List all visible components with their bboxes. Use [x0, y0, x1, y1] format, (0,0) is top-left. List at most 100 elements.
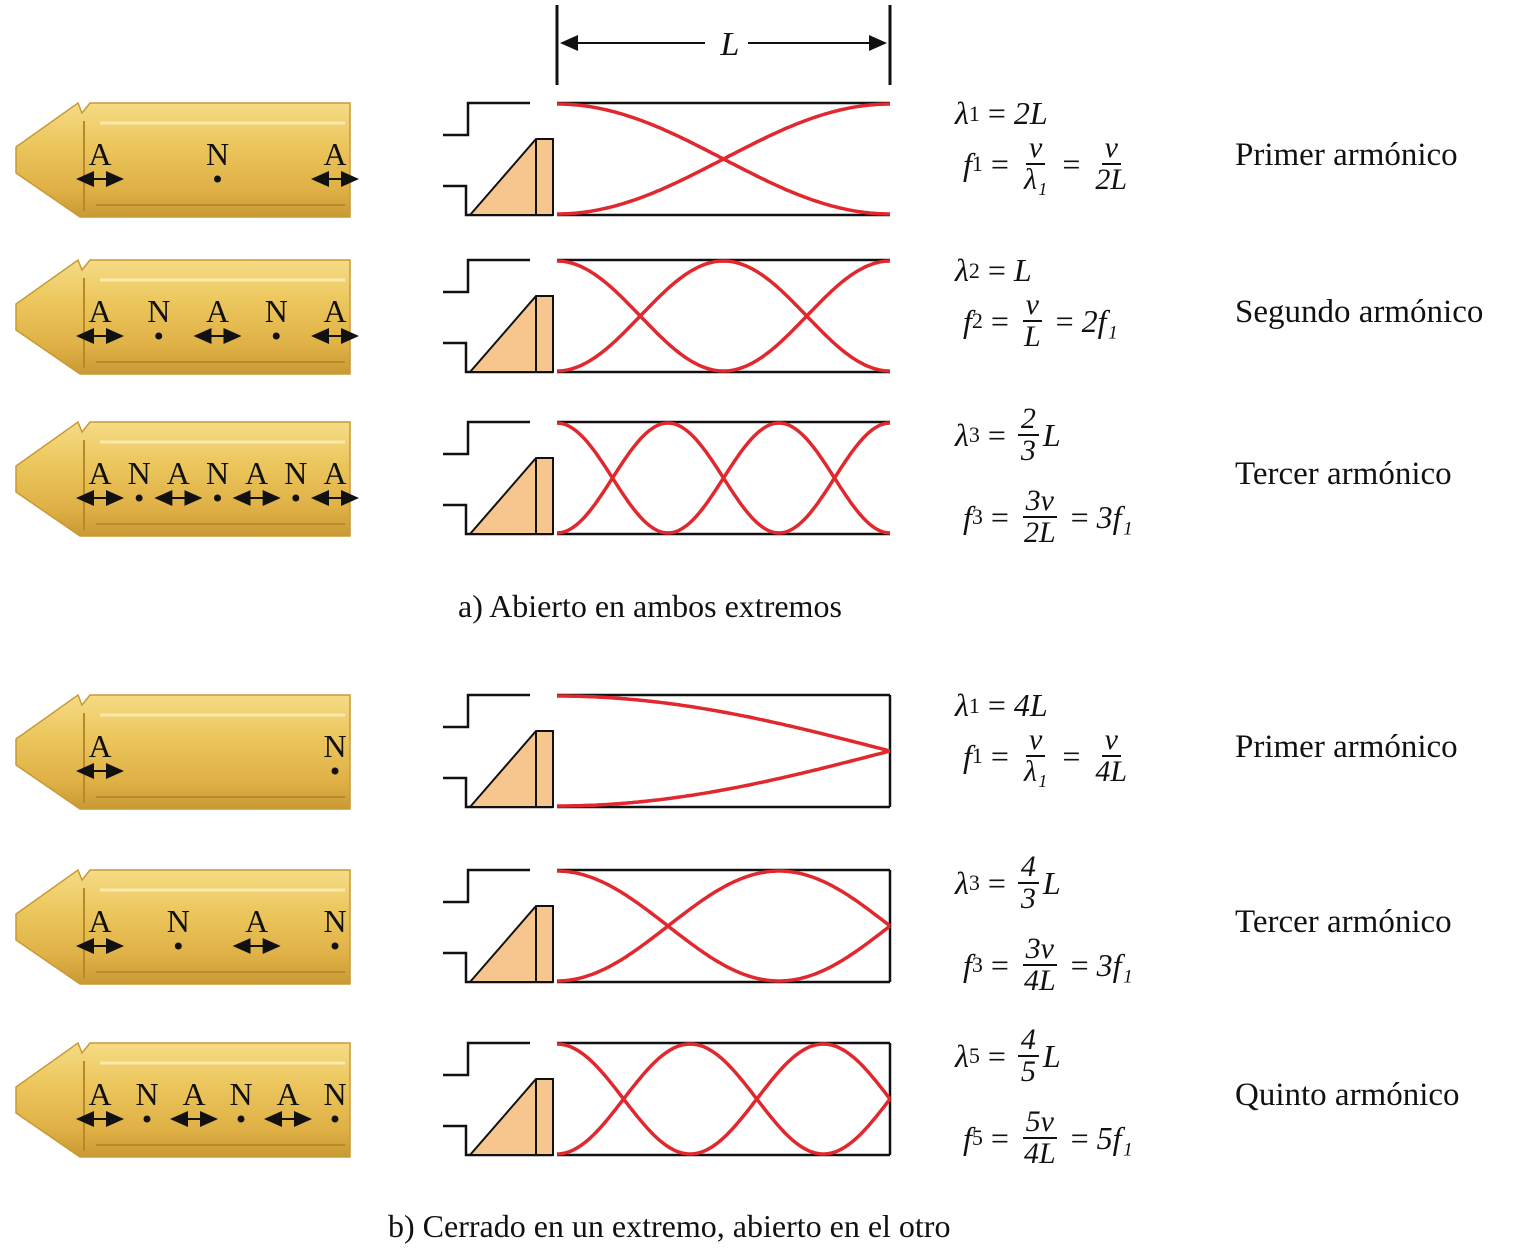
- node-letter: N: [229, 1076, 252, 1112]
- harmonic-name: Segundo armónico: [1235, 294, 1484, 330]
- harmonic-name: Tercer armónico: [1235, 904, 1452, 940]
- f-symbol: f: [963, 737, 972, 774]
- node-letter: N: [323, 1076, 346, 1112]
- fraction-numerator: 4: [1017, 1025, 1039, 1057]
- lambda-symbol: λ: [955, 864, 969, 901]
- fraction-numerator: 4: [1017, 852, 1039, 884]
- node-letter: N: [206, 455, 229, 491]
- equals-sign: =: [987, 1037, 1006, 1074]
- length-label: L: [720, 26, 740, 63]
- fraction-numerator: v: [1022, 290, 1042, 322]
- fraction-denominator: λ₁: [1023, 755, 1048, 788]
- node-letter: N: [323, 903, 346, 939]
- equals-sign: =: [990, 1119, 1009, 1156]
- fraction-numerator: v: [1025, 725, 1046, 757]
- equals-sign: =: [1070, 946, 1089, 983]
- node-letter: N: [206, 136, 229, 172]
- lambda-value: 4L: [1013, 687, 1048, 723]
- equals-sign: =: [1062, 737, 1081, 774]
- f-multiple: 3f₁: [1096, 498, 1133, 535]
- antinode-letter: A: [182, 1076, 205, 1112]
- wave-curve-upper: [557, 749, 891, 808]
- antinode-letter: A: [167, 455, 190, 491]
- lambda-value: L: [1013, 252, 1032, 288]
- node-dot: [331, 1115, 339, 1123]
- section-caption: a) Abierto en ambos extremos: [458, 588, 842, 624]
- reed-wedge: [467, 1078, 554, 1156]
- node-letter: N: [128, 455, 151, 491]
- node-letter: N: [284, 455, 307, 491]
- equals-sign: =: [987, 95, 1006, 131]
- node-dot: [272, 332, 280, 340]
- fraction-denominator: L: [1023, 320, 1041, 353]
- wave-curve-lower: [557, 694, 891, 753]
- fraction-numerator: v: [1101, 133, 1121, 165]
- equals-sign: =: [987, 252, 1006, 288]
- lambda-value: 2L: [1013, 95, 1048, 131]
- equals-sign: =: [987, 864, 1006, 901]
- node-dot: [214, 494, 221, 502]
- f-symbol: f: [963, 946, 972, 983]
- mouthpiece-top: [443, 1041, 530, 1077]
- node-letter: N: [167, 903, 190, 939]
- reed-wedge: [467, 730, 554, 808]
- lambda-index: 5: [968, 1043, 980, 1068]
- equals-sign: =: [1055, 302, 1074, 339]
- f-index: 1: [971, 743, 983, 768]
- fraction-denominator: 3: [1020, 434, 1036, 467]
- mouthpiece-top: [443, 420, 530, 456]
- equals-sign: =: [1070, 1119, 1089, 1156]
- antinode-letter: A: [276, 1076, 299, 1112]
- f-multiple: 3f₁: [1096, 946, 1133, 983]
- f-symbol: f: [963, 145, 972, 182]
- mouthpiece-top: [443, 101, 530, 137]
- mouthpiece-top: [443, 868, 530, 904]
- node-dot: [135, 494, 143, 502]
- equals-sign: =: [987, 416, 1006, 453]
- antinode-letter: A: [245, 903, 268, 939]
- fraction-numerator: 3v: [1022, 486, 1057, 518]
- lambda-symbol: λ: [955, 687, 969, 723]
- lambda-index: 3: [968, 422, 980, 447]
- pipe-body: [15, 258, 351, 375]
- lambda-index: 1: [968, 692, 980, 718]
- node-dot: [155, 332, 163, 340]
- reed-wedge: [467, 138, 554, 216]
- equals-sign: =: [990, 737, 1009, 774]
- length-dimension: L: [555, 5, 892, 85]
- fraction-denominator: 2L: [1095, 163, 1128, 196]
- lambda-index: 1: [968, 100, 980, 126]
- f-index: 3: [971, 952, 983, 977]
- fraction-numerator: v: [1101, 725, 1121, 757]
- antinode-letter: A: [88, 293, 111, 329]
- node-dot: [174, 942, 182, 950]
- wave-curve-lower: [557, 869, 892, 983]
- fraction-denominator: 4L: [1095, 755, 1128, 788]
- equals-sign: =: [987, 687, 1006, 723]
- harmonic-name: Quinto armónico: [1235, 1077, 1460, 1113]
- lambda-symbol: λ: [955, 95, 969, 131]
- section-caption: b) Cerrado en un extremo, abierto en el …: [388, 1208, 951, 1244]
- node-dot: [237, 1115, 245, 1123]
